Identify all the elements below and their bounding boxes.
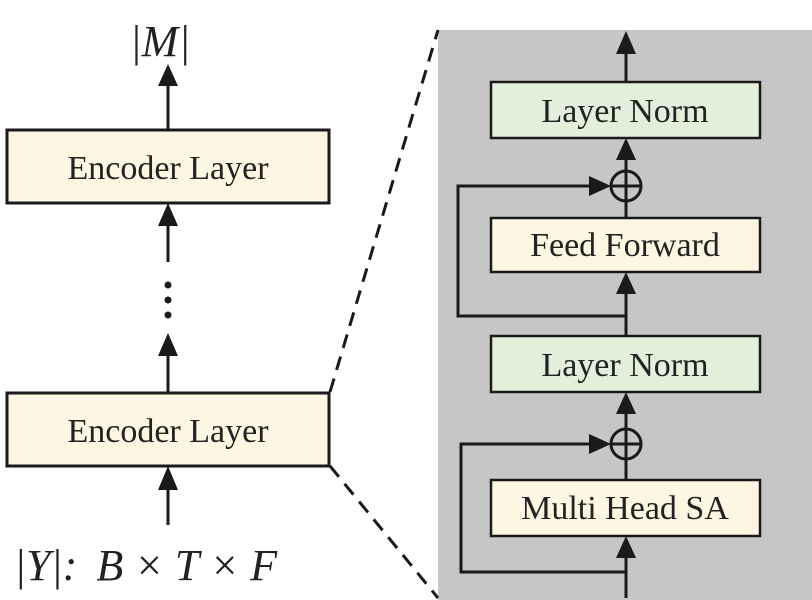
layer-norm-top-block: Layer Norm bbox=[489, 80, 762, 140]
zoom-line-top bbox=[328, 29, 440, 393]
arrow-up-icon bbox=[616, 31, 636, 82]
encoder-layer-bottom: Encoder Layer bbox=[5, 391, 331, 468]
multi-head-sa-label: Multi Head SA bbox=[521, 490, 729, 527]
arrow-up-icon bbox=[616, 536, 636, 598]
multi-head-sa-block: Multi Head SA bbox=[489, 478, 762, 538]
layer-norm-bottom-block: Layer Norm bbox=[489, 334, 762, 394]
arrow-up-icon bbox=[616, 392, 636, 428]
input-label: |Y|: B × T × F bbox=[14, 541, 278, 590]
output-label: |M| bbox=[130, 17, 191, 66]
feed-forward-label: Feed Forward bbox=[530, 227, 720, 264]
arrow-up-icon bbox=[158, 64, 178, 130]
add-node-bottom-icon bbox=[609, 427, 643, 461]
arrow-up-icon bbox=[158, 466, 178, 525]
arrow-up-icon bbox=[616, 138, 636, 170]
encoder-layer-top-label: Encoder Layer bbox=[67, 150, 269, 187]
layer-norm-top-label: Layer Norm bbox=[541, 93, 708, 130]
input-label-prefix: |Y|: bbox=[14, 541, 77, 590]
arrow-up-icon bbox=[158, 203, 178, 262]
encoder-layer-bottom-label: Encoder Layer bbox=[67, 413, 269, 450]
encoder-layer-top: Encoder Layer bbox=[5, 128, 331, 205]
residual-connection-bottom bbox=[459, 434, 626, 574]
residual-connection-top bbox=[456, 176, 626, 318]
feed-forward-block: Feed Forward bbox=[489, 216, 762, 274]
input-label-shape: B × T × F bbox=[96, 541, 278, 590]
ellipsis-icon bbox=[164, 281, 172, 319]
zoom-line-bottom bbox=[328, 465, 440, 599]
arrow-up-icon bbox=[616, 272, 636, 336]
add-node-top-icon bbox=[609, 169, 643, 203]
arrow-up-icon bbox=[158, 333, 178, 393]
layer-norm-bottom-label: Layer Norm bbox=[541, 347, 708, 384]
